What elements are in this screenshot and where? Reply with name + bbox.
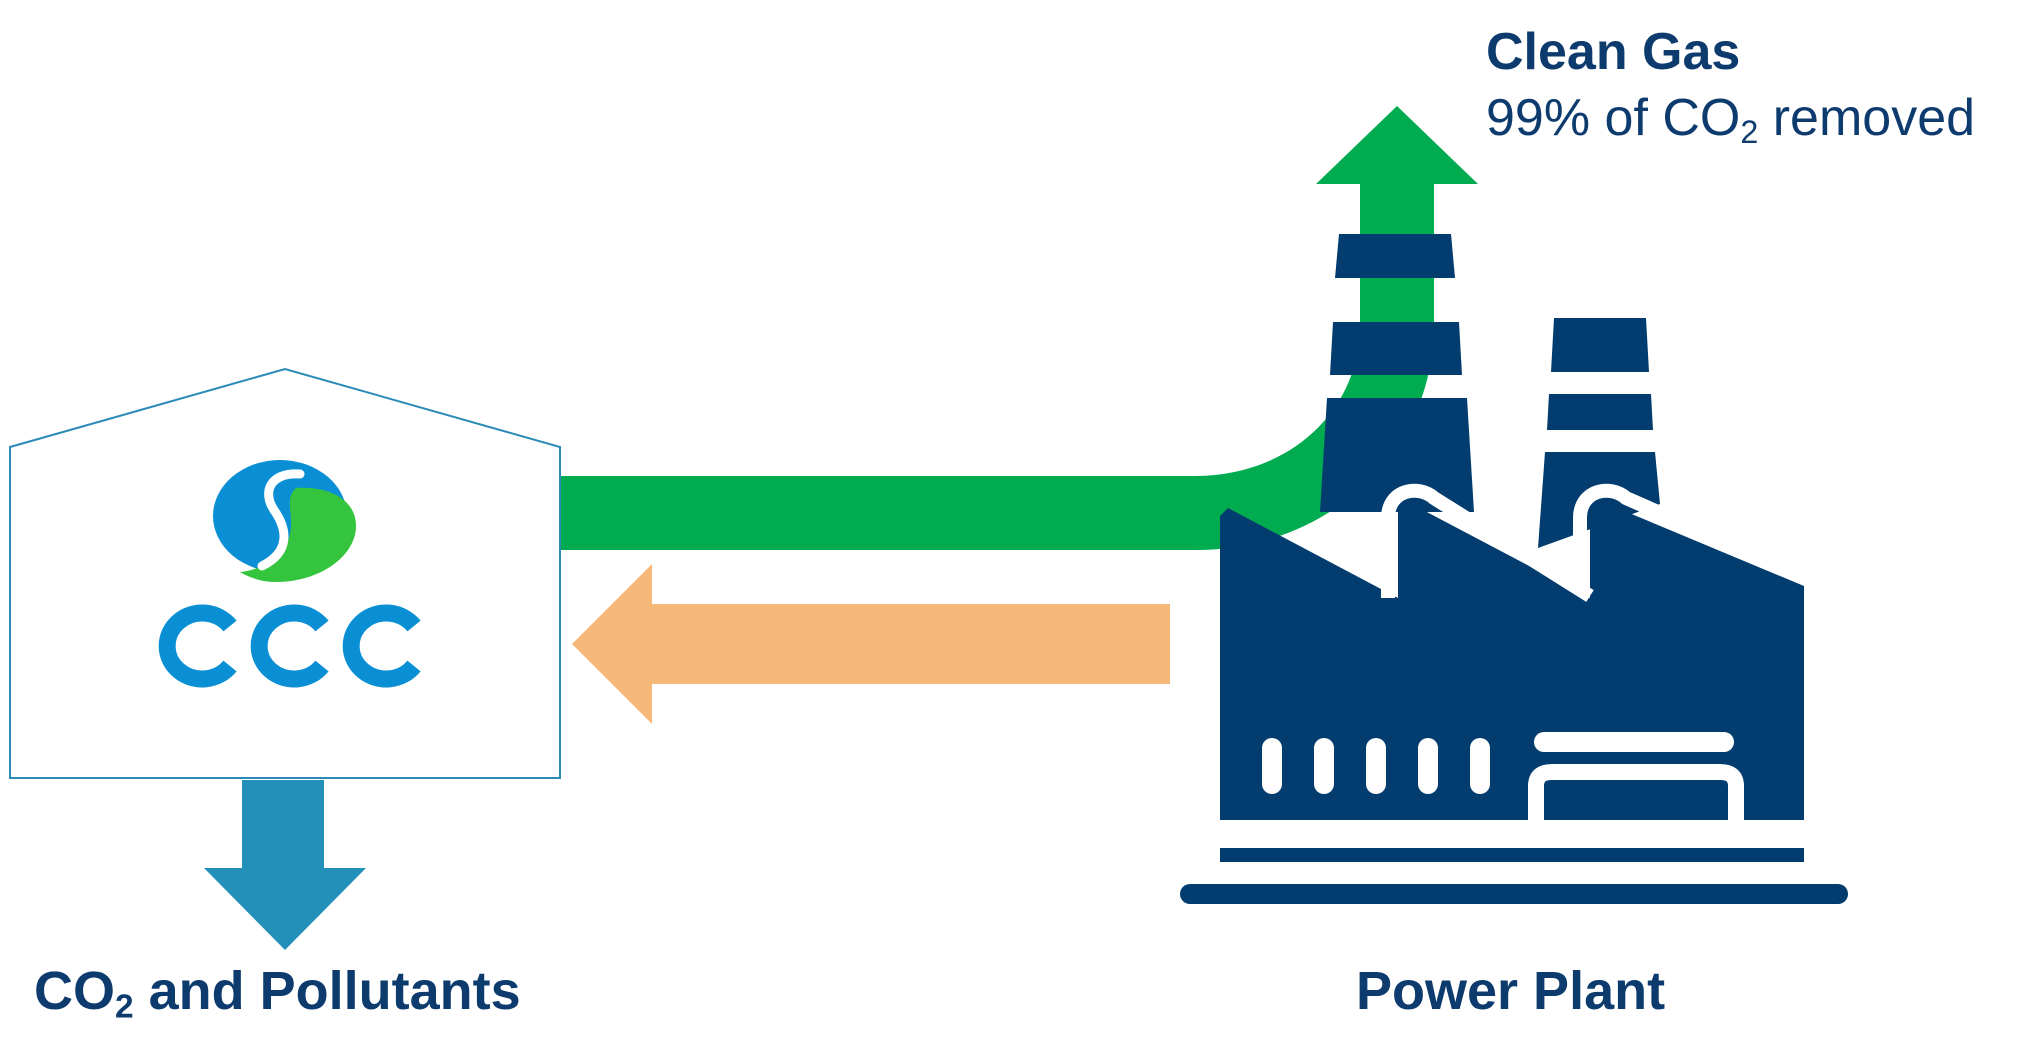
green-flow-band: [560, 180, 1434, 550]
ground-line-upper: [1220, 848, 1804, 862]
window-1: [1262, 738, 1282, 794]
power-plant-icon: [1180, 234, 1848, 904]
roof-separator-2: [1573, 483, 1815, 587]
door-awning: [1534, 732, 1734, 752]
orange-arrow-shaft: [652, 604, 1170, 684]
ccc-logo: [158, 460, 421, 688]
logo-letter-c-3: [342, 604, 421, 688]
ground-stripe: [1220, 836, 1804, 848]
window-4: [1418, 738, 1438, 794]
chimney-right-cap: [1551, 318, 1649, 372]
power-plant-label: Power Plant: [1356, 961, 1666, 1021]
chimney-left-base: [1320, 398, 1474, 512]
green-arrow-head: [1316, 106, 1478, 184]
chimney-right-base: [1538, 452, 1660, 548]
clean-gas-subtitle: 99% of CO2 removed: [1486, 89, 1976, 148]
logo-letters: [158, 604, 421, 688]
logo-green-blob: [240, 487, 356, 582]
factory-windows: [1262, 738, 1490, 794]
chimney-left-mid: [1330, 322, 1462, 375]
co2-pollutants-label: CO2 and Pollutants: [34, 961, 521, 1024]
door-frame: [1528, 764, 1744, 868]
clean-gas-flow: [560, 106, 1478, 550]
chimney-right-mid: [1547, 394, 1653, 430]
window-5: [1470, 738, 1490, 794]
co2-label-suffix: and Pollutants: [133, 961, 521, 1021]
window-3: [1366, 738, 1386, 794]
chimney-left-cap: [1335, 234, 1455, 278]
clean-gas-subtitle-prefix: 99% of CO: [1486, 89, 1741, 147]
logo-letter-c-1: [158, 604, 237, 688]
blue-arrow-head: [204, 868, 366, 950]
window-2: [1314, 738, 1334, 794]
clean-gas-subtitle-subscript: 2: [1740, 114, 1759, 151]
flue-gas-flow: [572, 564, 1170, 724]
clean-gas-title: Clean Gas: [1486, 23, 1741, 81]
clean-gas-subtitle-suffix: removed: [1758, 89, 1976, 147]
co2-label-subscript: 2: [115, 988, 134, 1026]
blue-arrow-shaft: [242, 780, 324, 868]
roof-separator-1: [1381, 483, 1594, 602]
co2-output-flow: [204, 780, 366, 950]
logo-letter-c-2: [250, 604, 329, 688]
co2-label-prefix: CO: [34, 961, 115, 1021]
orange-arrow-head: [572, 564, 652, 724]
ground-line: [1180, 884, 1848, 904]
logo-s-curve: [257, 469, 305, 571]
